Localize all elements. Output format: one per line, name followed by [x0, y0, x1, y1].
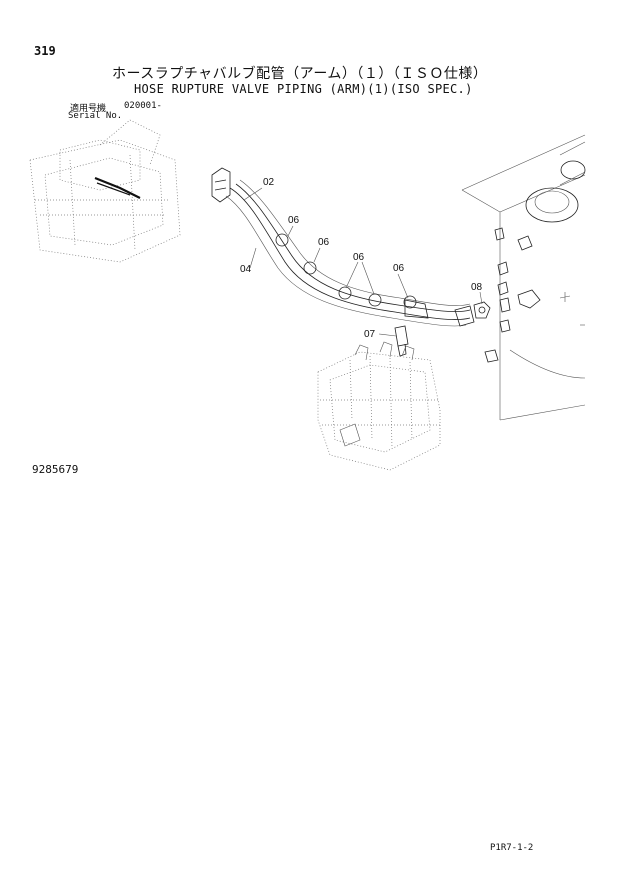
- machine-overview-thumbnail: [29, 119, 181, 263]
- page-title-japanese: ホースラプチャバルブ配管（アーム）（１）（ＩＳＯ仕様）: [112, 66, 488, 82]
- fitting-07: [394, 325, 409, 357]
- callout-06: 06: [353, 252, 365, 263]
- serial-label-japanese: 適用号機: [70, 104, 107, 114]
- page-number: 319: [34, 44, 56, 58]
- hose-assembly: [211, 167, 475, 327]
- serial-label-english: Serial No.: [68, 111, 123, 121]
- callout-02: 02: [263, 177, 275, 188]
- callout-04: 04: [240, 264, 252, 275]
- drawing-number: 9285679: [32, 463, 79, 476]
- callout-08: 08: [471, 282, 483, 293]
- control-valve: [317, 341, 441, 471]
- callout-06: 06: [288, 215, 300, 226]
- machine-frame: [461, 134, 586, 421]
- serial-number-value: 020001-: [124, 101, 162, 111]
- fitting-08: [473, 301, 491, 319]
- page-title-english: HOSE RUPTURE VALVE PIPING (ARM)(1)(ISO S…: [134, 82, 473, 96]
- leader-lines: [243, 187, 483, 337]
- callout-06: 06: [393, 263, 405, 274]
- callout-07: 07: [364, 329, 376, 340]
- callout-06: 06: [318, 237, 330, 248]
- page-code: P1R7-1-2: [490, 843, 534, 853]
